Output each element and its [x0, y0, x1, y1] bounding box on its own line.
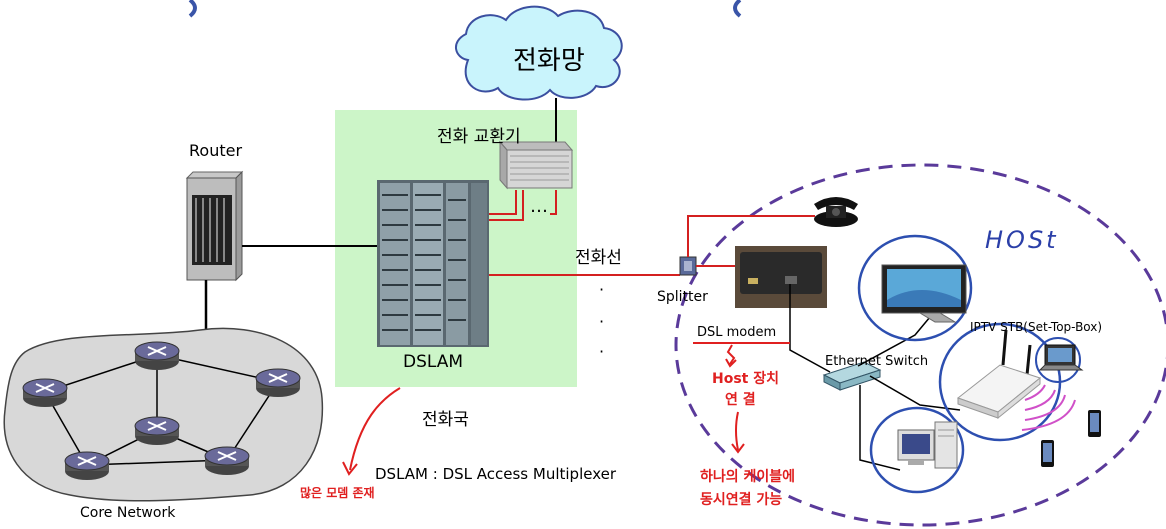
host-circle-pc: [869, 406, 965, 494]
host-circle-laptop: [1035, 337, 1081, 383]
iptv-stb-device: [956, 329, 1042, 420]
smartphone-device-2: [1041, 440, 1054, 467]
smartphone-device-1: [1088, 410, 1101, 437]
core-routers: [22, 341, 301, 480]
one-cable-note-2: 동시연결 가능: [700, 492, 783, 508]
ethernet-switch-label: Ethernet Switch: [825, 354, 929, 369]
dslam-label: DSLAM: [403, 352, 464, 372]
cable-arrow: [735, 411, 739, 451]
phone-exchange-device: [498, 140, 574, 190]
one-cable-note-1: 하나의 케이블에: [700, 469, 796, 485]
modem-switch-cable: [789, 284, 831, 373]
dsl-modem-label: DSL modem: [697, 325, 777, 340]
dslam-definition: DSLAM : DSL Access Multiplexer: [375, 465, 617, 483]
title-fragment-left: [188, 0, 197, 18]
line-dot-2: ·: [599, 312, 605, 331]
iptv-stb-label: IPTV STB(Set-Top-Box): [970, 320, 1103, 334]
host-connect-arrow: [726, 344, 736, 365]
splitter-label: Splitter: [657, 289, 708, 305]
splitter-phone-line: [687, 215, 815, 257]
router-label: Router: [189, 141, 243, 160]
phone-line-label: 전화선: [575, 248, 622, 268]
phone-network-cloud: [455, 5, 623, 101]
many-modems-arrowhead: [342, 461, 358, 476]
line-dot-1: ·: [599, 280, 605, 299]
host-boundary: [674, 163, 1166, 527]
host-handwritten-label: HOSt: [985, 226, 1059, 254]
router-device: [185, 170, 244, 282]
laptop-device: [1038, 344, 1084, 371]
many-modems-arrow: [349, 387, 401, 471]
switch-stb-cable: [869, 375, 961, 411]
exchange-dots: …: [530, 196, 548, 217]
phone-exchange-label: 전화 교환기: [437, 127, 521, 147]
title-fragment-right: [733, 0, 742, 18]
wireless-waves: [1021, 384, 1076, 431]
host-circle-tv: [857, 234, 973, 342]
telephone-icon: [814, 197, 858, 227]
line-dot-3: ·: [599, 342, 605, 361]
host-connect-note-1: Host 장치: [712, 371, 779, 387]
splitter-device: [679, 256, 697, 276]
exchange-dslam-line-1: [489, 190, 517, 215]
exchange-dslam-line-3: [550, 190, 557, 215]
central-office-label: 전화국: [422, 410, 469, 430]
dsl-modem-device: [735, 246, 827, 308]
dslam-rack: [377, 180, 489, 347]
host-connect-note-2: 연 결: [725, 392, 756, 408]
host-connect-arrowhead: [725, 358, 737, 368]
cable-arrowhead: [731, 443, 745, 454]
ethernet-switch-device: [822, 361, 882, 391]
pc-device: [897, 421, 958, 469]
many-modems-note: 많은 모뎀 존재: [300, 486, 375, 500]
switch-tv-cable: [857, 316, 931, 367]
core-network-label: Core Network: [80, 505, 176, 521]
exchange-dslam-line-2: [489, 190, 524, 221]
tv-device: [881, 264, 967, 323]
phone-network-label: 전화망: [513, 46, 585, 76]
switch-pc-cable: [859, 385, 901, 471]
